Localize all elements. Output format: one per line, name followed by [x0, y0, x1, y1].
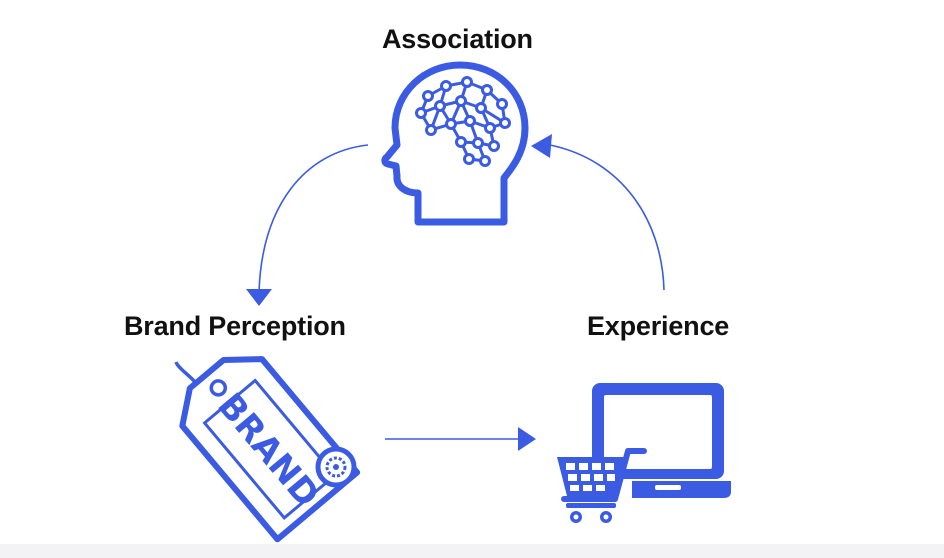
brand-tag-icon: BRAND [174, 356, 361, 543]
arrow-experience-to-association [531, 134, 665, 291]
bottom-strip [0, 544, 944, 558]
brand-perception-label: Brand Perception [124, 311, 346, 341]
head-brain-network-icon [381, 61, 529, 226]
laptop-shopping-cart-icon [557, 383, 731, 523]
association-label: Association [382, 24, 533, 54]
arrow-association-to-brand-perception [246, 144, 369, 306]
experience-label: Experience [587, 311, 730, 341]
arrow-brand-perception-to-experience [385, 427, 536, 451]
